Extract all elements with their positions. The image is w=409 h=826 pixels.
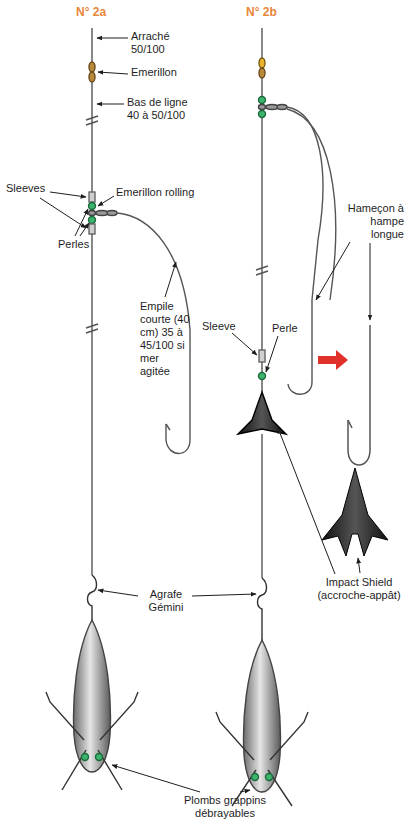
impact-shield-detail <box>322 468 388 556</box>
part-label: Agrafe Gémini <box>140 588 192 614</box>
part-label: Sleeve <box>202 320 246 333</box>
figure-number: N° 2b <box>246 6 306 19</box>
red-arrow <box>318 350 348 370</box>
part-label: Emerillon rolling <box>116 186 216 199</box>
hook-detail <box>348 325 370 465</box>
part-label: Empile courte (40 cm) 35 à 45/100 si mer… <box>140 300 190 378</box>
part-label: Impact Shield (accroche-appât) <box>313 576 405 602</box>
rig-2b <box>216 28 336 806</box>
part-label: Perles <box>58 238 102 251</box>
part-label: Hameçon à hampe longue <box>336 202 404 241</box>
rig-2a <box>46 28 190 790</box>
part-label: Sleeves <box>6 182 56 195</box>
part-label: Plombs grappins débrayables <box>170 794 280 820</box>
leader-lines <box>40 38 370 792</box>
figure-number: N° 2a <box>76 6 136 19</box>
part-label: Emerillon <box>131 66 201 79</box>
part-label: Perle <box>272 322 308 335</box>
part-label: Arraché 50/100 <box>131 30 183 56</box>
part-label: Bas de ligne 40 à 50/100 <box>127 96 201 122</box>
